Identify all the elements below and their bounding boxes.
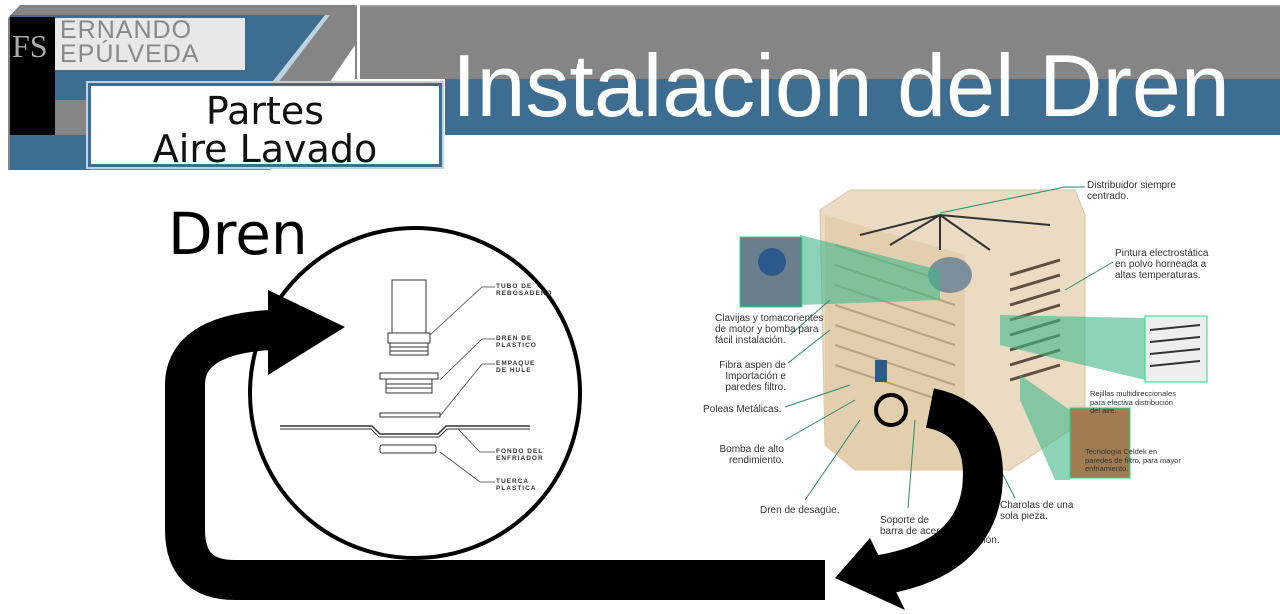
left-loop-arrow	[165, 310, 825, 600]
callout-line: Charolas de una	[1000, 500, 1074, 511]
callout-line: paredes de filtro, para mayor	[1085, 455, 1181, 465]
logo-name: ERNANDO EPÚLVEDA	[55, 18, 245, 70]
part-line: FONDO DEL	[496, 448, 544, 455]
overflow-tube-drawing	[280, 279, 530, 454]
callout-line: Pintura electrostática	[1115, 248, 1209, 259]
callout-line: Bomba de alto	[719, 444, 785, 455]
right-arrowhead	[835, 538, 905, 610]
callout-poleas: Poleas Metálicas.	[703, 404, 781, 415]
callout-line: de motor y bomba para	[715, 324, 819, 335]
part-line: EMPAQUE	[496, 360, 536, 367]
left-arrowhead	[268, 290, 345, 375]
callout-line: enfriamiento.	[1085, 464, 1129, 473]
callout-line: fácil instalación.	[715, 335, 786, 346]
subtitle-line1: Partes	[205, 89, 325, 133]
dren-heading: Dren	[168, 200, 308, 268]
subtitle-box: Partes Aire Lavado	[86, 81, 444, 171]
callout-line: para efectiva distribución	[1090, 397, 1173, 407]
part-line: PLASTICA	[496, 485, 537, 492]
callout-line: Soporte de	[880, 515, 929, 526]
header-blue-band	[445, 79, 1280, 135]
logo-line1: ERNANDO	[60, 16, 193, 44]
part-line: REBOSADERO	[496, 290, 553, 297]
callout-line: paredes filtro.	[725, 382, 786, 393]
callout-line: Clavijas y tomacorientes	[715, 313, 824, 324]
callout-line: Distribuidor siempre	[1087, 180, 1176, 191]
part-line: TUERCA	[496, 478, 530, 485]
callout-line: barra de acero.	[880, 526, 948, 537]
callout-line: Fibra aspen de	[719, 360, 786, 371]
callout-line: en polvo horneada a	[1115, 259, 1207, 270]
drain-highlight-circle	[874, 393, 908, 427]
callout-line: Importación e	[725, 371, 786, 382]
callout-rejillas-shape	[1000, 315, 1145, 380]
part-line: TUBO DE	[496, 283, 533, 290]
part-line: DE HULE	[496, 367, 532, 374]
callout-line: del aire.	[1090, 406, 1117, 415]
part-line: DREN DE	[496, 335, 533, 342]
callout-celdek-shape	[1020, 375, 1070, 480]
leader-lines	[429, 286, 495, 483]
subtitle-line2: Aire Lavado	[152, 127, 378, 171]
callout-dren: Dren de desagüe.	[760, 505, 840, 516]
part-line: PLASTICO	[496, 342, 537, 349]
page-title: Instalacion del Dren	[452, 36, 1230, 135]
zoom-circle	[248, 226, 582, 560]
callout-line: Poleas Metálicas.	[703, 404, 782, 415]
right-curve-arrow	[876, 388, 1003, 595]
callout-line: altas temperaturas.	[1115, 270, 1201, 281]
callout-line: Dren de desagüe.	[760, 505, 840, 516]
logo-initials: FS	[12, 28, 48, 64]
callout-line: sola pieza.	[1000, 511, 1048, 522]
callout-line: rendimiento.	[728, 455, 784, 466]
logo-line2: EPÚLVEDA	[60, 40, 200, 68]
part-line: ENFRIADOR	[496, 455, 544, 462]
callout-line: Rejillas multidireccionales	[1090, 389, 1176, 398]
callout-motor	[800, 235, 940, 305]
callout-line: Tecnología Celdek en	[1085, 447, 1158, 456]
callout-line: centrado.	[1087, 191, 1129, 202]
header-gray-band	[355, 5, 1280, 79]
